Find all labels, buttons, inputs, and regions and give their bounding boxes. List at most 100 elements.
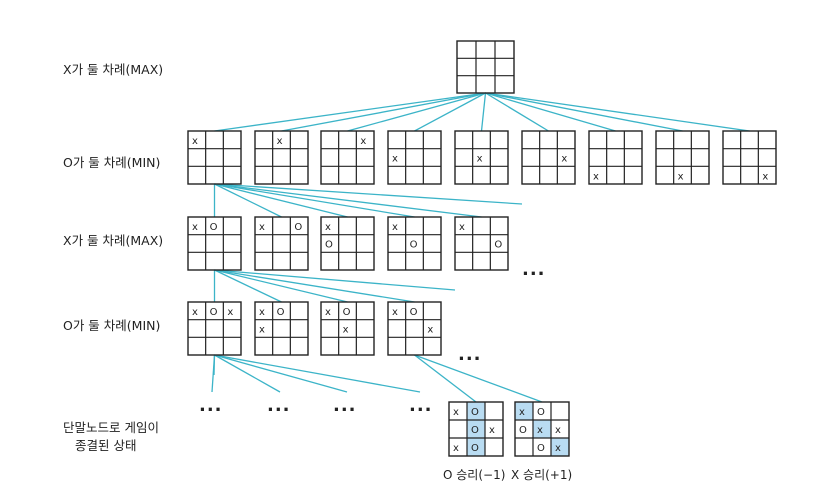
x-mark: x <box>459 222 465 233</box>
level-label-min-2: O가 둘 차례(MIN) <box>63 318 160 333</box>
board-level1-5: x <box>454 130 509 185</box>
tree-edges <box>211 92 750 403</box>
board-frame <box>320 301 375 356</box>
board-frame <box>454 216 509 271</box>
board-frame <box>187 130 242 185</box>
tree-edge <box>214 183 523 205</box>
tree-edge <box>414 354 543 403</box>
o-mark: O <box>210 222 218 233</box>
ellipsis-level2: ... <box>522 259 546 280</box>
o-mark: O <box>277 307 285 318</box>
x-mark: x <box>360 136 366 147</box>
tree-edge <box>480 92 487 132</box>
board-frame <box>655 130 710 185</box>
x-mark: x <box>259 325 265 336</box>
result-x-win: X 승리(+1) <box>511 468 572 482</box>
x-mark: x <box>555 443 561 454</box>
board-level2-5: xO <box>454 216 509 271</box>
board-level1-3: x <box>320 130 375 185</box>
tree-edge <box>214 183 482 218</box>
board-frame <box>320 216 375 271</box>
x-mark: x <box>392 222 398 233</box>
o-mark: O <box>519 425 527 436</box>
tree-edge <box>214 183 415 218</box>
tree-edge <box>485 92 683 132</box>
board-frame <box>722 130 777 185</box>
x-mark: x <box>489 425 495 436</box>
board-level1-8: x <box>655 130 710 185</box>
tree-edge <box>214 183 348 218</box>
x-mark: x <box>762 171 768 182</box>
terminal-results: O 승리(−1) X 승리(+1) <box>443 468 572 482</box>
x-mark: x <box>555 425 561 436</box>
board-level1-2: x <box>254 130 309 185</box>
highlight-cell <box>467 402 485 420</box>
board-frame <box>387 216 442 271</box>
x-mark: x <box>192 222 198 233</box>
board-level2-3: xO <box>320 216 375 271</box>
ellipsis-leaf-1: ... <box>199 395 223 416</box>
o-mark: O <box>537 407 545 418</box>
board-frame <box>387 130 442 185</box>
level-label-min-1: O가 둘 차례(MIN) <box>63 155 160 170</box>
x-mark: x <box>325 222 331 233</box>
ellipsis-level3: ... <box>458 344 482 365</box>
x-mark: x <box>477 154 483 165</box>
x-mark: x <box>259 307 265 318</box>
x-mark: x <box>325 307 331 318</box>
x-mark: x <box>343 325 349 336</box>
board-root <box>456 40 515 94</box>
o-mark: O <box>471 425 479 436</box>
x-mark: x <box>453 443 459 454</box>
o-mark: O <box>410 307 418 318</box>
tree-edge <box>214 269 456 291</box>
tree-edge <box>214 269 415 303</box>
x-mark: x <box>453 407 459 418</box>
x-mark: x <box>392 154 398 165</box>
x-mark: x <box>561 154 567 165</box>
tree-edge <box>214 269 348 303</box>
level-label-max-2: X가 둘 차례(MAX) <box>63 233 163 248</box>
board-frame <box>448 401 504 457</box>
board-frame <box>387 301 442 356</box>
level-labels: X가 둘 차례(MAX) O가 둘 차례(MIN) X가 둘 차례(MAX) O… <box>63 62 163 453</box>
x-mark: x <box>537 425 543 436</box>
tree-edge <box>485 92 616 132</box>
o-mark: O <box>471 443 479 454</box>
tree-edge <box>214 183 282 218</box>
o-mark: O <box>537 443 545 454</box>
board-frame <box>187 301 242 356</box>
highlight-cell <box>533 420 551 438</box>
board-frame <box>521 130 576 185</box>
tree-edge <box>213 354 216 376</box>
o-mark: O <box>494 240 502 251</box>
tree-edge <box>281 92 486 132</box>
board-frame <box>254 216 309 271</box>
tree-edge <box>214 354 348 393</box>
tree-edge <box>214 354 421 393</box>
board-frame <box>320 130 375 185</box>
highlight-cell <box>515 402 533 420</box>
highlight-cell <box>551 438 569 456</box>
board-level2-4: xO <box>387 216 442 271</box>
highlight-cell <box>467 438 485 456</box>
board-frame <box>254 301 309 356</box>
board-level3-2: x Ox <box>254 301 309 356</box>
ellipses: ... ... ... ... ... ... <box>199 259 546 416</box>
x-mark: x <box>678 171 684 182</box>
o-mark: O <box>471 407 479 418</box>
tree-edge <box>214 354 281 393</box>
tree-edge <box>485 92 750 132</box>
x-mark: x <box>427 325 433 336</box>
x-mark: x <box>593 171 599 182</box>
o-mark: O <box>294 222 302 233</box>
board-frame <box>456 40 515 94</box>
